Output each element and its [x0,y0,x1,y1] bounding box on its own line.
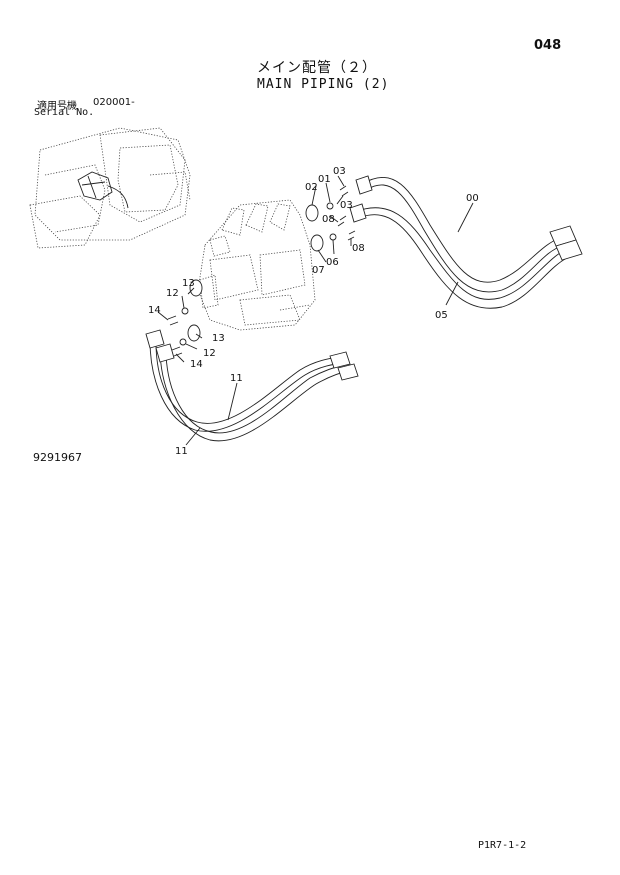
callout-03-lower: 03 [340,200,353,211]
callout-06: 06 [326,257,339,268]
machine-locator-thumbnail [29,127,191,249]
control-valve-block [197,199,316,331]
callout-11-upper: 11 [230,373,243,384]
callout-12-lower: 12 [203,348,216,359]
page-title-english: MAIN PIPING (2) [257,77,390,92]
drawing-number: 9291967 [33,451,82,464]
serial-range: 020001- [93,97,135,108]
callout-05: 05 [435,310,448,321]
callout-14-upper: 14 [148,305,161,316]
leader-lines [157,175,474,446]
callout-02: 02 [305,182,318,193]
callout-12-upper: 12 [166,288,179,299]
callout-03-upper: 03 [333,166,346,177]
applicability-label-japanese: 適用号機 [37,101,77,112]
page-number: 048 [534,38,562,53]
lower-hoses [145,329,359,442]
callout-13-upper: 13 [182,278,195,289]
callout-13-lower: 13 [212,333,225,344]
callout-08-upper: 08 [322,214,335,225]
callout-labels: 00 01 02 03 03 05 06 07 08 08 11 11 12 1… [148,166,479,457]
callout-11-lower: 11 [175,446,188,457]
callout-08-lower: 08 [352,243,365,254]
applicability-label-english: Serial No. [34,107,95,118]
callout-14-lower: 14 [190,359,203,370]
footer-code: P1R7-1-2 [478,840,527,851]
page-title-japanese: メイン配管（２） [257,60,377,76]
callout-01: 01 [318,174,331,185]
upper-hoses [349,175,583,309]
callout-07: 07 [312,265,325,276]
callout-00: 00 [466,193,479,204]
flange-fittings [167,185,356,357]
